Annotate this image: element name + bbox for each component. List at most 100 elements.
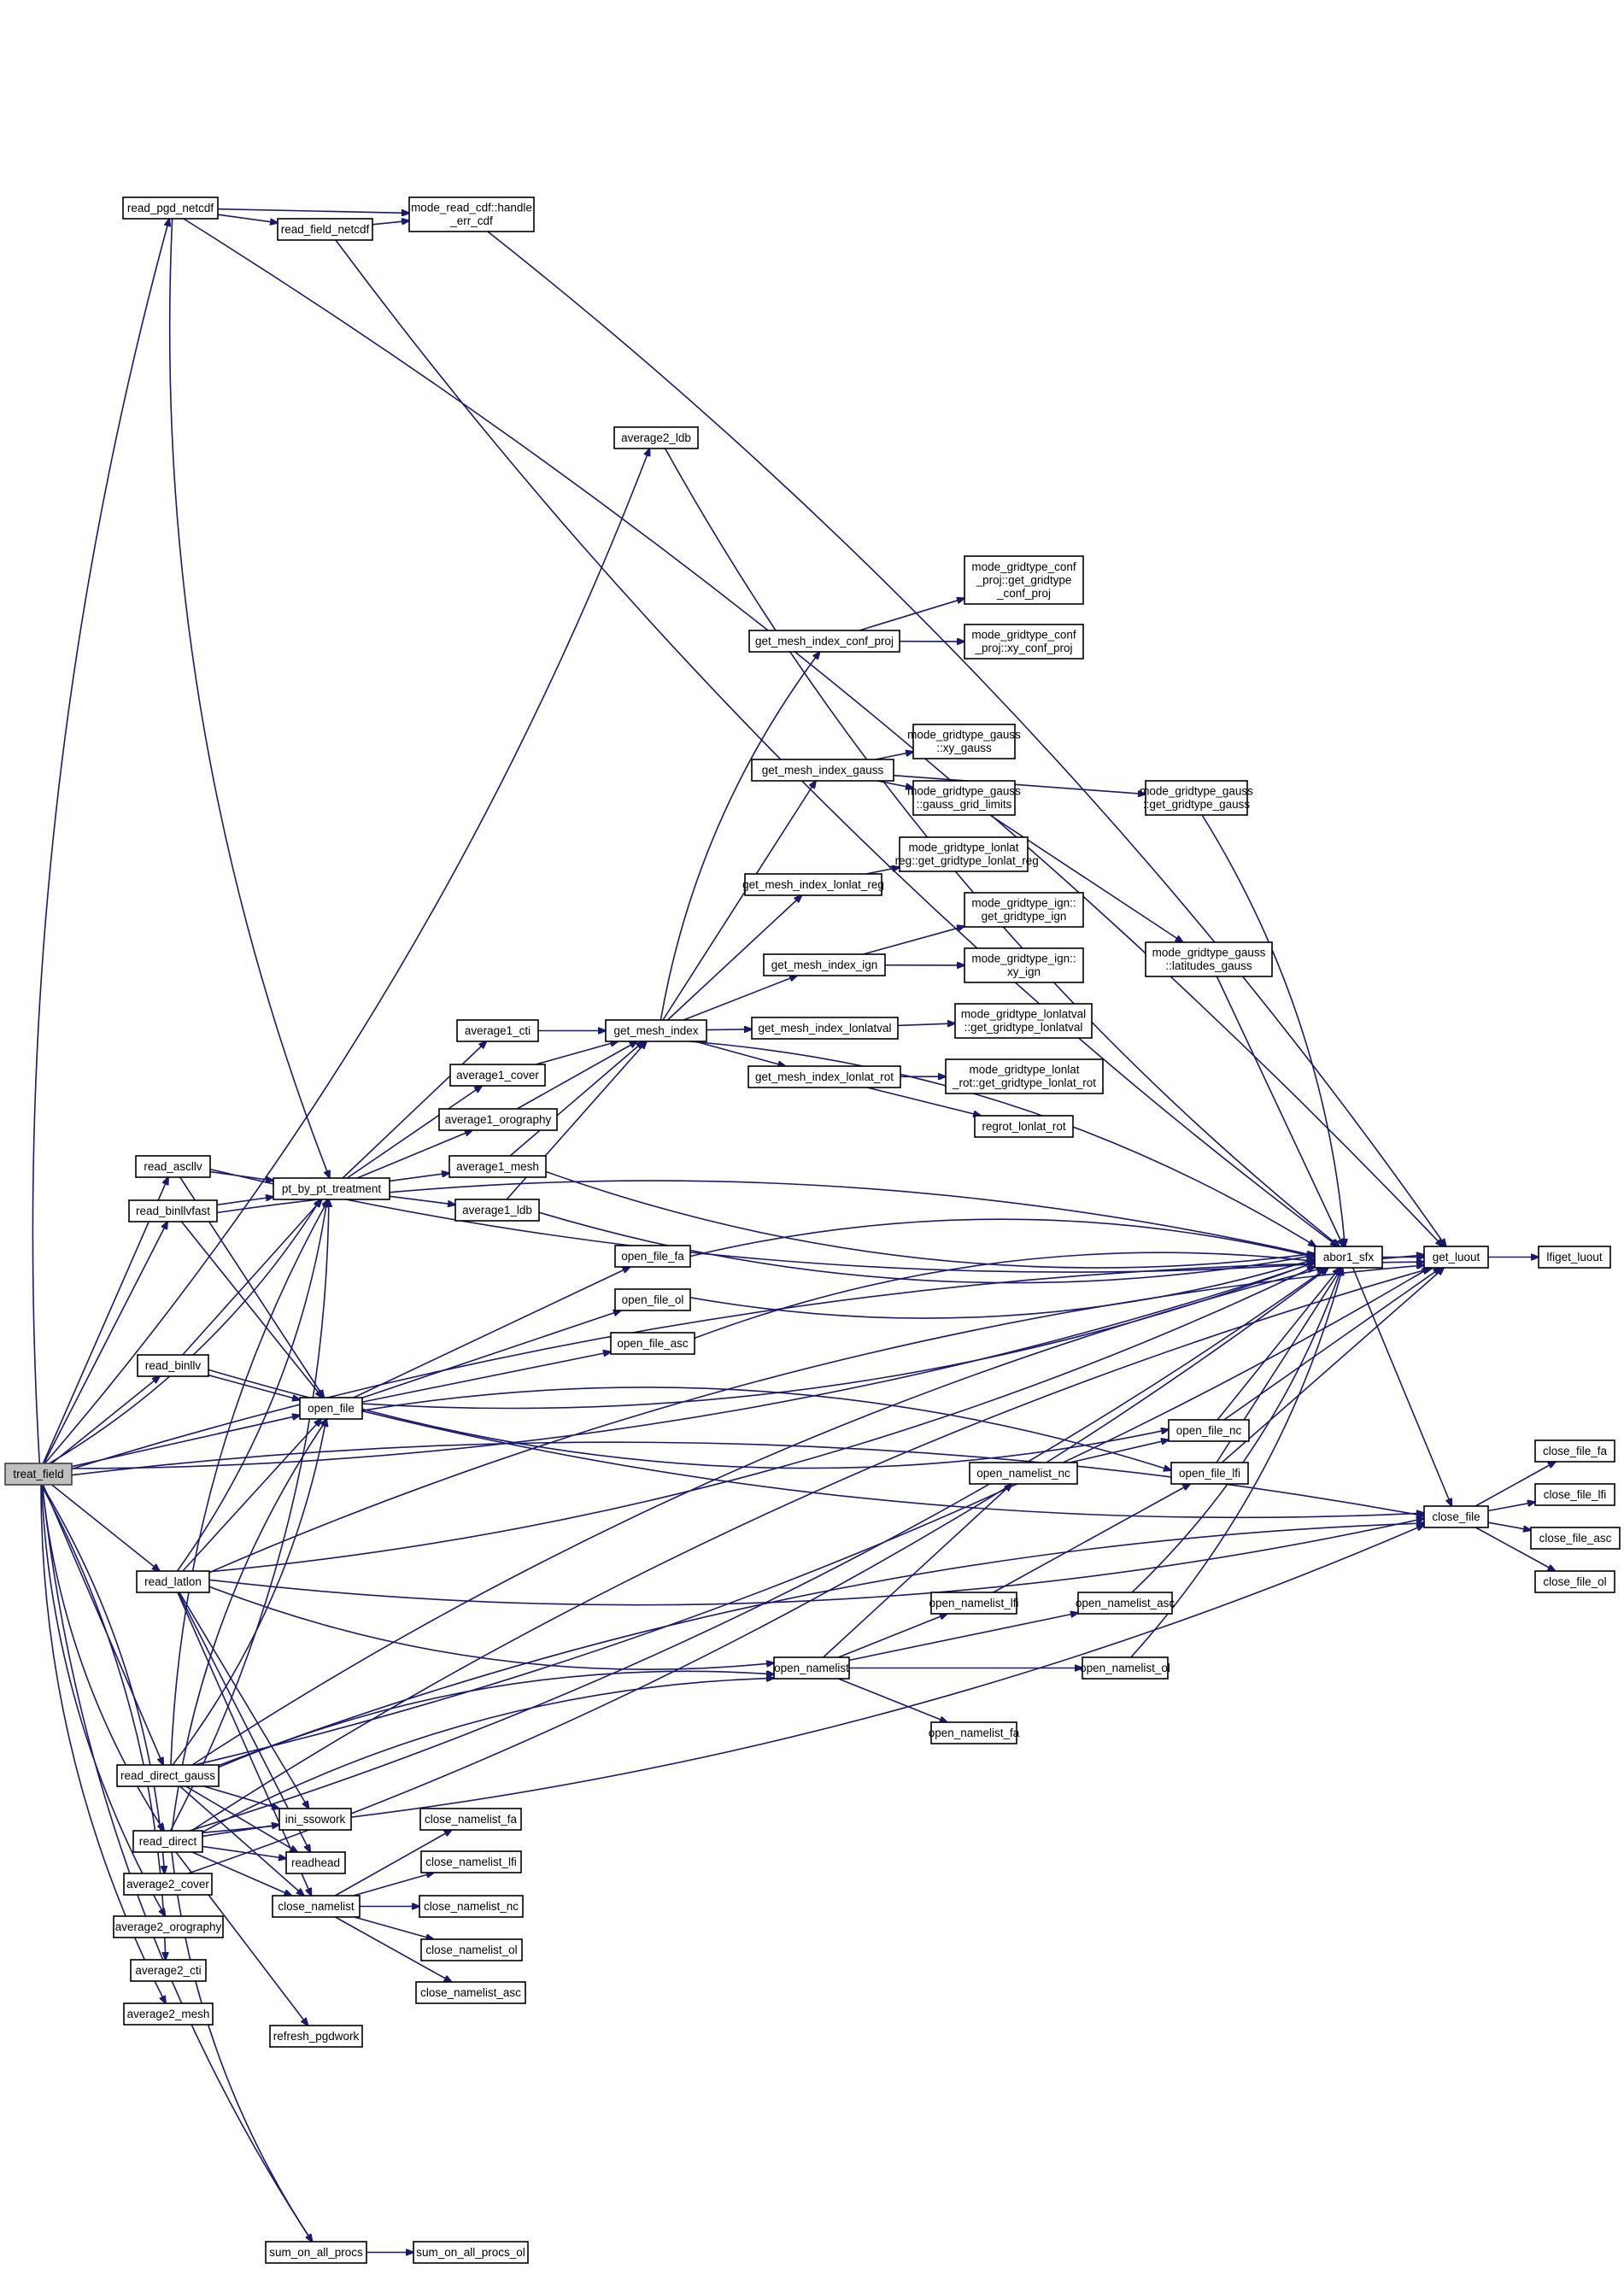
call-edge-pt_by_pt_treatment-to-average1_mesh: [389, 1173, 449, 1182]
function-node-gt_gauss_limits[interactable]: mode_gridtype_gauss::gauss_grid_limits: [907, 780, 1021, 816]
node-box: [610, 1332, 695, 1355]
function-node-read_binllvfast[interactable]: read_binllvfast: [128, 1199, 218, 1222]
node-label: close_file_fa: [1543, 1445, 1608, 1457]
function-node-close_namelist[interactable]: close_namelist: [272, 1895, 361, 1918]
node-box: [456, 1019, 539, 1042]
function-node-treat_field[interactable]: treat_field: [4, 1463, 73, 1486]
function-node-gt_lonlat_rot[interactable]: mode_gridtype_lonlat_rot::get_gridtype_l…: [945, 1058, 1104, 1094]
call-edge-read_direct_gauss-to-get_luout: [194, 1268, 1430, 1766]
function-node-average1_mesh[interactable]: average1_mesh: [449, 1155, 547, 1178]
function-node-close_namelist_asc[interactable]: close_namelist_asc: [415, 1981, 526, 2004]
function-node-open_file_lfi[interactable]: open_file_lfi: [1170, 1462, 1249, 1485]
function-node-open_namelist_lfi[interactable]: open_namelist_lfi: [929, 1592, 1019, 1615]
function-node-read_direct_gauss[interactable]: read_direct_gauss: [116, 1764, 220, 1787]
call-edge-treat_field-to-average2_cover: [41, 1484, 165, 1873]
function-node-sum_on_all_procs[interactable]: sum_on_all_procs: [265, 2241, 367, 2264]
node-label: ::get_gridtype_lonlatval: [964, 1021, 1083, 1034]
function-node-read_field_netcdf[interactable]: read_field_netcdf: [277, 218, 373, 241]
function-node-read_direct[interactable]: read_direct: [132, 1830, 203, 1853]
function-node-open_file_asc[interactable]: open_file_asc: [610, 1332, 695, 1355]
function-node-gt_gauss_get[interactable]: mode_gridtype_gauss::get_gridtype_gauss: [1140, 780, 1253, 816]
function-node-close_file_lfi[interactable]: close_file_lfi: [1534, 1483, 1615, 1506]
call-edge-gmi_gauss-to-gt_gauss_limits: [876, 780, 913, 788]
function-node-close_namelist_ol[interactable]: close_namelist_ol: [420, 1938, 523, 1961]
node-label: mode_gridtype_conf: [971, 629, 1076, 642]
function-node-open_namelist[interactable]: open_namelist: [773, 1656, 850, 1680]
function-node-open_namelist_nc[interactable]: open_namelist_nc: [969, 1462, 1078, 1485]
function-node-average1_orography[interactable]: average1_orography: [438, 1108, 558, 1131]
function-node-gmi_lonlat_reg[interactable]: get_mesh_index_lonlat_reg: [742, 873, 884, 896]
function-node-read_pgd_netcdf[interactable]: read_pgd_netcdf: [122, 196, 219, 220]
function-node-gt_lonlat_reg[interactable]: mode_gridtype_lonlat_reg::get_gridtype_l…: [888, 836, 1039, 872]
function-node-close_file_asc[interactable]: close_file_asc: [1530, 1527, 1621, 1550]
function-node-readhead[interactable]: readhead: [285, 1851, 346, 1874]
function-node-regrot_lonlat_rot[interactable]: regrot_lonlat_rot: [974, 1115, 1074, 1138]
function-node-gt_ign_get[interactable]: mode_gridtype_ign::get_gridtype_ign: [964, 892, 1084, 928]
function-node-open_file_fa[interactable]: open_file_fa: [614, 1245, 691, 1268]
call-edge-gt_gauss_get-to-abor1_sfx: [1201, 814, 1345, 1246]
function-node-gmi_lonlat_rot[interactable]: get_mesh_index_lonlat_rot: [748, 1065, 901, 1088]
function-node-ini_ssowork[interactable]: ini_ssowork: [278, 1808, 352, 1831]
node-label: close_file_asc: [1539, 1532, 1612, 1545]
function-node-close_namelist_nc[interactable]: close_namelist_nc: [419, 1895, 524, 1918]
node-box: [413, 2241, 529, 2264]
function-node-refresh_pgdwork[interactable]: refresh_pgdwork: [269, 2025, 363, 2048]
function-node-close_namelist_lfi[interactable]: close_namelist_lfi: [420, 1850, 522, 1873]
function-node-pt_by_pt_treatment[interactable]: pt_by_pt_treatment: [273, 1177, 390, 1200]
function-node-abor1_sfx[interactable]: abor1_sfx: [1314, 1246, 1383, 1269]
function-node-gt_gauss_lat[interactable]: mode_gridtype_gauss::latitudes_gauss: [1145, 941, 1273, 977]
function-node-close_file_ol[interactable]: close_file_ol: [1534, 1570, 1615, 1593]
function-node-gmi_lonlatval[interactable]: get_mesh_index_lonlatval: [751, 1017, 899, 1040]
function-node-close_namelist_fa[interactable]: close_namelist_fa: [419, 1808, 522, 1831]
function-node-close_file_fa[interactable]: close_file_fa: [1534, 1439, 1615, 1463]
function-node-average2_orography[interactable]: average2_orography: [113, 1915, 224, 1938]
function-node-gt_lonlatval[interactable]: mode_gridtype_lonlatval::get_gridtype_lo…: [954, 1003, 1093, 1039]
function-node-gmi_gauss[interactable]: get_mesh_index_gauss: [751, 759, 894, 782]
node-box: [1170, 1462, 1249, 1485]
node-box: [265, 2241, 367, 2264]
function-node-read_binllv[interactable]: read_binllv: [137, 1354, 209, 1377]
function-node-average1_ldb[interactable]: average1_ldb: [454, 1199, 540, 1222]
function-node-open_namelist_fa[interactable]: open_namelist_fa: [929, 1721, 1020, 1744]
function-node-gt_ign_xy[interactable]: mode_gridtype_ign::xy_ign: [964, 947, 1084, 983]
function-node-sum_on_all_procs_ol[interactable]: sum_on_all_procs_ol: [413, 2241, 529, 2264]
node-label: open_namelist: [774, 1662, 849, 1674]
function-node-average2_cti[interactable]: average2_cti: [130, 1959, 207, 1982]
function-node-average1_cti[interactable]: average1_cti: [456, 1019, 539, 1042]
node-box: [744, 873, 882, 896]
function-node-handle_err_cdf[interactable]: mode_read_cdf::handle_err_cdf: [408, 196, 535, 232]
call-edge-get_mesh_index-to-gmi_ign: [683, 976, 797, 1021]
node-label: read_binllvfast: [136, 1205, 210, 1217]
function-node-average1_cover[interactable]: average1_cover: [449, 1064, 546, 1087]
function-node-get_luout[interactable]: get_luout: [1423, 1246, 1489, 1269]
node-label: open_namelist_lfi: [929, 1597, 1018, 1609]
function-node-gt_conf_get[interactable]: mode_gridtype_conf_proj::get_gridtype_co…: [964, 555, 1084, 605]
function-node-gmi_conf_proj[interactable]: get_mesh_index_conf_proj: [748, 630, 900, 653]
call-edge-close_file-to-close_file_lfi: [1487, 1502, 1535, 1512]
function-node-lfiget_luout[interactable]: lfiget_luout: [1538, 1246, 1611, 1269]
function-node-open_file[interactable]: open_file: [299, 1397, 363, 1420]
call-edge-get_mesh_index-to-gmi_lonlat_rot: [695, 1041, 786, 1066]
call-edge-read_binllv-to-open_file: [208, 1374, 300, 1400]
call-edge-close_namelist-to-close_namelist_asc: [335, 1916, 451, 1982]
function-node-open_file_nc[interactable]: open_file_nc: [1168, 1419, 1250, 1442]
function-node-gt_gauss_xy[interactable]: mode_gridtype_gauss::xy_gauss: [907, 724, 1021, 759]
function-node-read_ascllv[interactable]: read_ascllv: [135, 1155, 211, 1178]
node-box: [420, 1938, 523, 1961]
function-node-open_namelist_asc[interactable]: open_namelist_asc: [1076, 1592, 1175, 1615]
function-node-get_mesh_index[interactable]: get_mesh_index: [605, 1019, 707, 1042]
call-edge-read_latlon-to-open_file: [182, 1419, 321, 1572]
node-label: average2_orography: [115, 1920, 222, 1933]
function-node-gmi_ign[interactable]: get_mesh_index_ign: [763, 953, 886, 976]
function-node-close_file[interactable]: close_file: [1423, 1505, 1489, 1528]
call-edge-abor1_sfx-to-close_file: [1351, 1267, 1452, 1506]
function-node-open_file_ol[interactable]: open_file_ol: [614, 1288, 691, 1311]
call-edge-close_namelist-to-close_namelist_lfi: [353, 1873, 434, 1897]
function-node-read_latlon[interactable]: read_latlon: [136, 1570, 210, 1593]
call-edge-read_latlon-to-close_file: [208, 1518, 1424, 1606]
function-node-average2_mesh[interactable]: average2_mesh: [123, 2002, 214, 2026]
function-node-gt_conf_xy[interactable]: mode_gridtype_conf_proj::xy_conf_proj: [964, 624, 1084, 660]
function-node-average2_cover[interactable]: average2_cover: [123, 1873, 213, 1896]
function-node-open_namelist_ol[interactable]: open_namelist_ol: [1080, 1656, 1170, 1680]
function-node-average2_ldb[interactable]: average2_ldb: [613, 426, 699, 449]
